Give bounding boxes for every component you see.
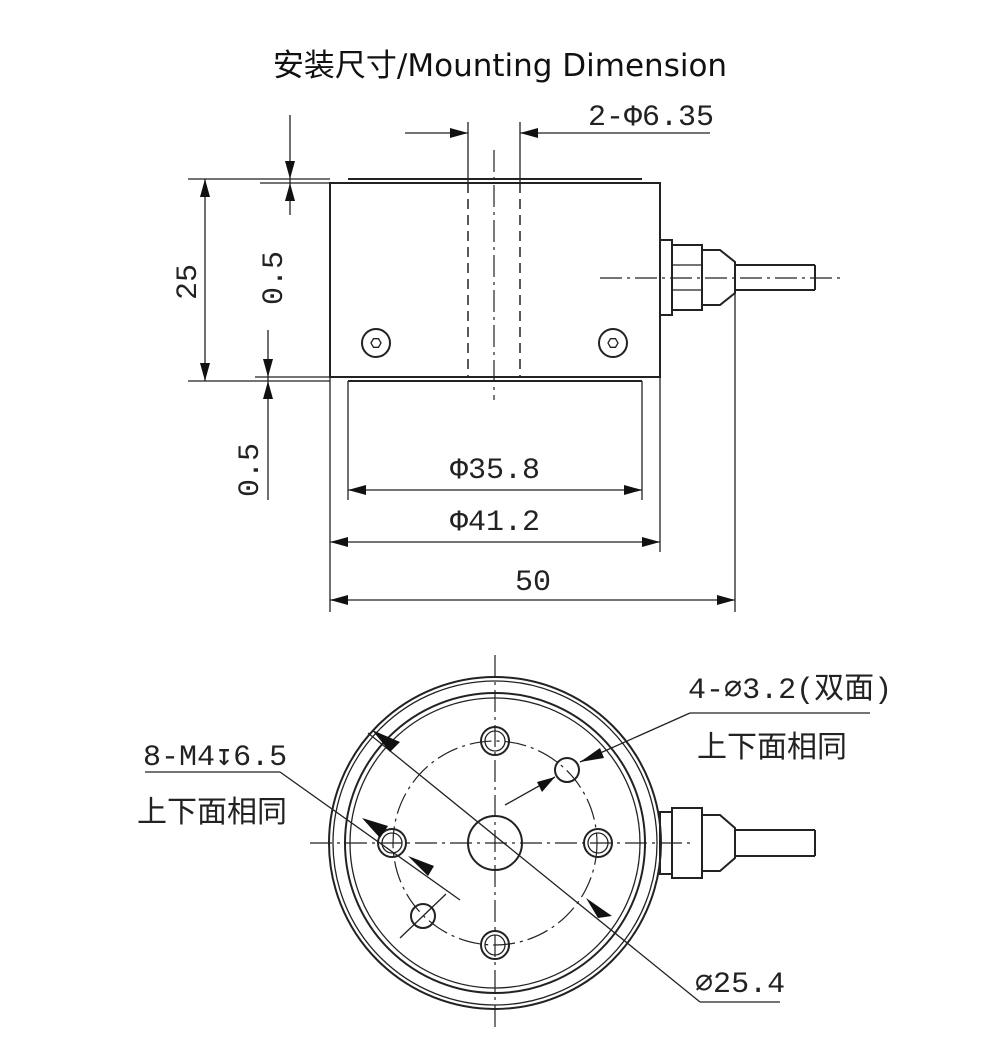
through-holes (399, 757, 580, 939)
outer-diameter-label: Φ41.2 (450, 506, 540, 540)
side-view: 2-Φ6.35 25 0.5 0.5 Φ35.8 Φ41.2 50 (172, 101, 840, 612)
center-hole (467, 815, 523, 871)
drawing-title: 安装尺寸/Mounting Dimension (272, 48, 728, 84)
bottom-step-label: 0.5 (234, 443, 268, 497)
bolt-circle-label: ⌀25.4 (695, 968, 785, 1002)
inner-diameter-label: Φ35.8 (450, 454, 540, 488)
through-holes-label: 4-⌀3.2(双面) (688, 674, 892, 708)
screw-icon (598, 328, 628, 358)
bolt-circle (392, 740, 598, 946)
hole-callout-label: 2-Φ6.35 (588, 101, 714, 135)
top-view: ⌀25.4 8-M4↧6.5 上下面相同 4-⌀3.2(双面) 上下面相同 (137, 655, 892, 1030)
threaded-holes (377, 726, 613, 960)
top-step-label: 0.5 (258, 251, 292, 305)
overall-width-label: 50 (515, 566, 551, 600)
threaded-holes-label: 8-M4↧6.5 (143, 741, 287, 775)
threaded-holes-note: 上下面相同 (137, 795, 287, 830)
screw-icon (361, 328, 391, 358)
cable-gland (600, 239, 840, 316)
through-holes-note: 上下面相同 (697, 730, 847, 765)
height-label: 25 (172, 264, 206, 300)
